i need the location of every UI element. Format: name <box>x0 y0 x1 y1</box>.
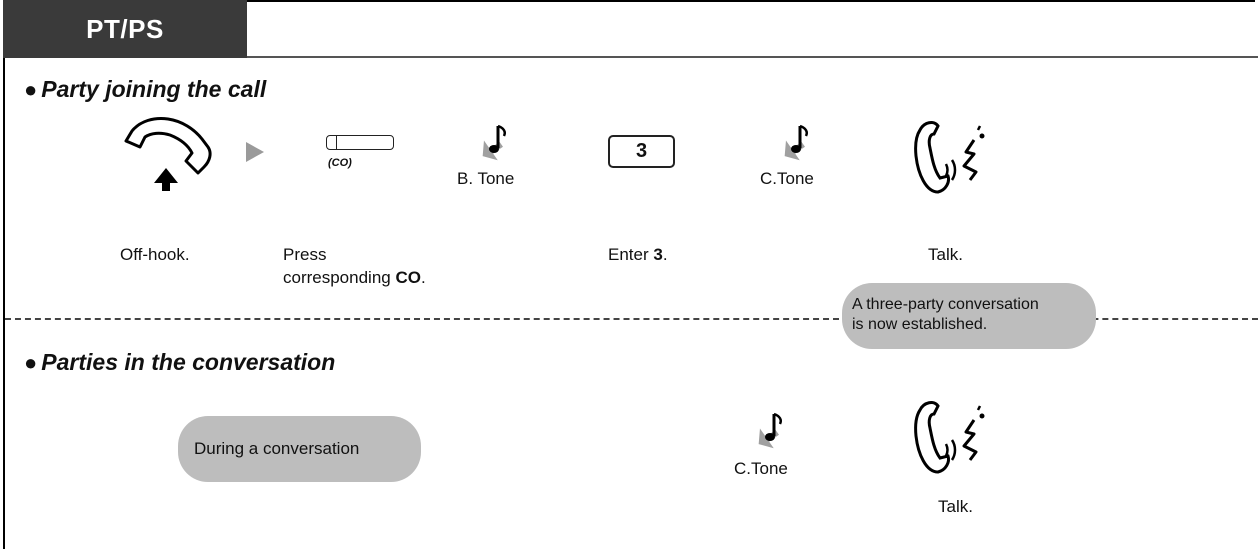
talk-label-2: Talk. <box>938 497 973 516</box>
c-tone-label-2: C.Tone <box>734 459 788 478</box>
b-tone-label: B. Tone <box>457 169 515 188</box>
note-pill: A three-party conversation is now establ… <box>842 283 1096 349</box>
co-label: (CO) <box>328 157 352 169</box>
tab-underline <box>247 56 1258 58</box>
section-heading-parties: ●Parties in the conversation <box>24 349 336 375</box>
handset-offhook-icon <box>124 117 212 191</box>
tone-note-icon <box>784 124 808 161</box>
during-conversation-label: During a conversation <box>194 439 360 458</box>
note-line2: is now established. <box>852 316 988 333</box>
section-heading-joining: ●Party joining the call <box>24 76 267 102</box>
tone-note-icon <box>758 412 782 449</box>
c-tone-label: C.Tone <box>760 169 814 188</box>
key-3-icon: 3 <box>608 135 675 168</box>
offhook-label: Off-hook. <box>120 245 190 264</box>
section-tab: PT/PS <box>3 0 247 58</box>
page-frame <box>3 0 1255 549</box>
co-button-icon <box>326 135 394 150</box>
note-line1: A three-party conversation <box>852 296 1039 313</box>
tab-title: PT/PS <box>86 13 164 44</box>
during-conversation-pill: During a conversation <box>178 416 421 482</box>
arrow-right-icon <box>246 142 264 162</box>
press-label-line1: Press <box>283 245 327 264</box>
tone-note-icon <box>482 124 506 161</box>
enter-label: Enter 3. <box>608 245 668 264</box>
talk-label: Talk. <box>928 245 963 264</box>
press-label-line2: corresponding CO. <box>283 268 426 287</box>
section-divider <box>5 318 1258 320</box>
talk-icon <box>914 401 985 474</box>
talk-icon <box>914 121 985 194</box>
